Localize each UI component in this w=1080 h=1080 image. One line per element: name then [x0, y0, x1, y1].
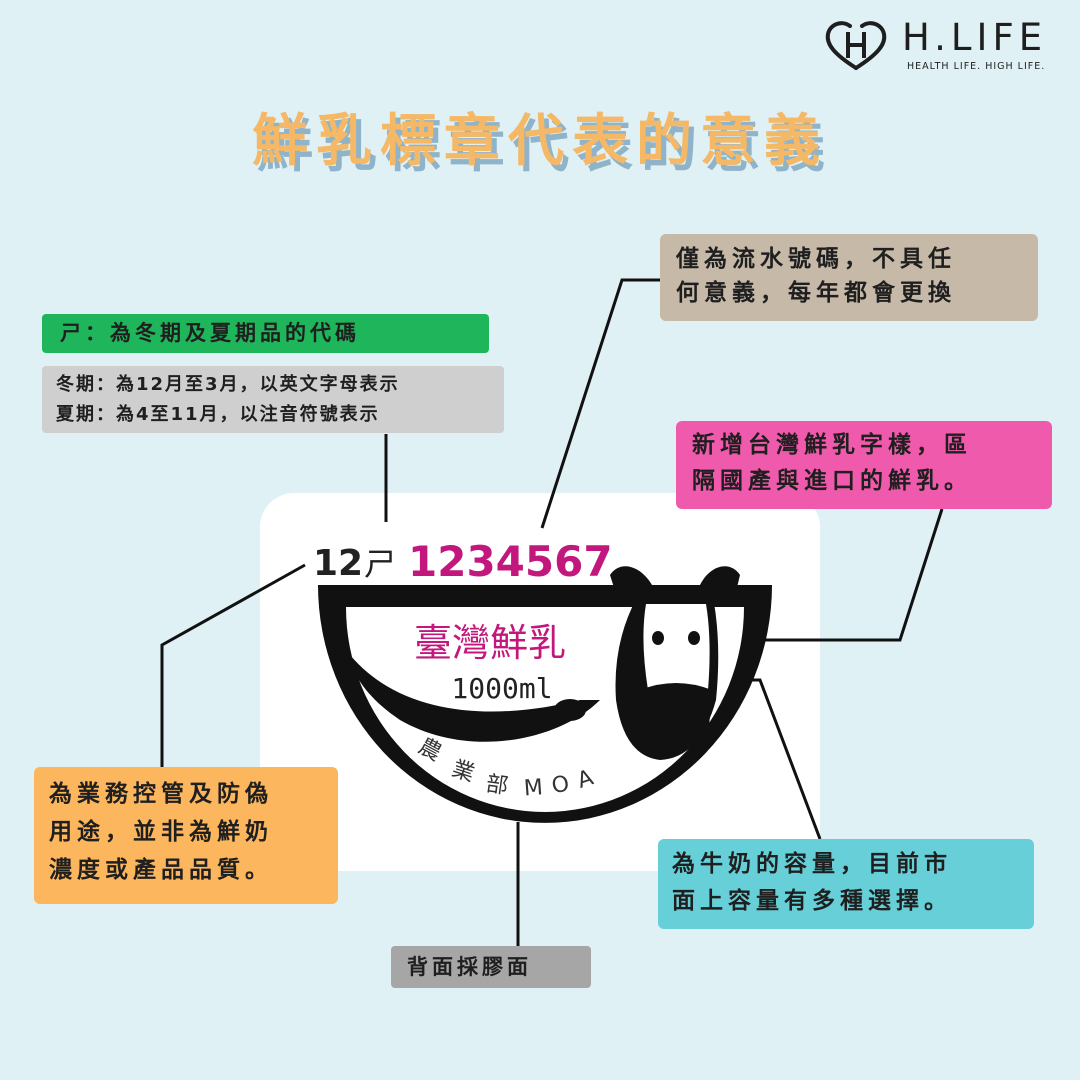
callout-taiwan-milk: 新增台灣鮮乳字樣，區 隔國產與進口的鮮乳。 — [676, 421, 1052, 509]
agency-abbr-a: A — [574, 765, 596, 793]
callout-season-title: ㄕ：為冬期及夏期品的代碼 — [42, 314, 489, 353]
label-swoosh — [346, 650, 600, 742]
page-title: 鮮乳標章代表的意義 — [252, 109, 828, 174]
callout-back-adhesive: 背面採膠面 — [391, 946, 591, 988]
season-number: 12 — [313, 543, 363, 584]
connector-control — [160, 563, 306, 767]
connector-serial — [540, 278, 660, 529]
brand-name: H.LIFE — [902, 16, 1048, 59]
volume-text: 1000ml — [451, 672, 552, 705]
heart-h-logo-icon — [825, 21, 887, 70]
callout-volume-line-1: 為牛奶的容量，目前市 — [672, 851, 952, 877]
serial-number: 1234567 — [408, 537, 613, 586]
callout-control-line-3: 濃度或產品品質。 — [49, 857, 273, 883]
agency-char-3: 部 — [484, 772, 509, 800]
agency-abbr-o: O — [550, 772, 571, 800]
callout-serial-line-1: 僅為流水號碼，不具任 — [676, 246, 956, 272]
agency-abbr-m: M — [523, 775, 544, 801]
callout-control-line-2: 用途，並非為鮮奶 — [49, 819, 273, 845]
callout-season-summer: 夏期：為4至11月，以注音符號表示 — [56, 404, 380, 425]
callout-taiwan-line-2: 隔國產與進口的鮮乳。 — [692, 468, 972, 494]
callout-serial-number: 僅為流水號碼，不具任 何意義，每年都會更換 — [660, 234, 1038, 321]
callout-serial-line-2: 何意義，每年都會更換 — [676, 280, 956, 306]
callout-control-purpose: 為業務控管及防偽 用途，並非為鮮奶 濃度或產品品質。 — [34, 767, 338, 904]
callout-season-winter: 冬期：為12月至3月，以英文字母表示 — [56, 374, 400, 395]
callout-control-line-1: 為業務控管及防偽 — [49, 781, 273, 807]
season-code: ㄕ — [364, 545, 396, 583]
taiwan-milk-text: 臺灣鮮乳 — [414, 621, 566, 665]
callout-volume-line-2: 面上容量有多種選擇。 — [672, 888, 952, 914]
callout-season-detail: 冬期：為12月至3月，以英文字母表示 夏期：為4至11月，以注音符號表示 — [42, 366, 504, 433]
brand-tagline: HEALTH LIFE. HIGH LIFE. — [907, 61, 1046, 72]
cow-head-icon — [610, 566, 740, 760]
callout-volume: 為牛奶的容量，目前市 面上容量有多種選擇。 — [658, 839, 1034, 929]
callout-taiwan-line-1: 新增台灣鮮乳字樣，區 — [692, 432, 972, 458]
tail-tip — [554, 699, 586, 721]
